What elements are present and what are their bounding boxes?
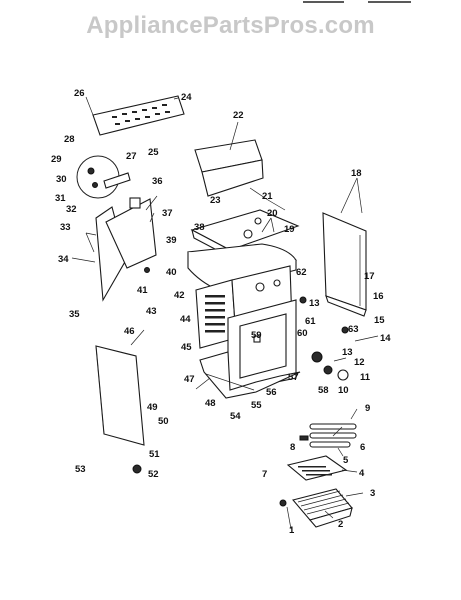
callout-57: 57 (288, 372, 299, 383)
callout-62: 62 (296, 267, 307, 278)
side-panel-right-part (322, 212, 367, 317)
callout-44: 44 (180, 314, 191, 325)
callout-41: 41 (137, 285, 148, 296)
callout-29: 29 (51, 154, 62, 165)
callout-48: 48 (205, 398, 216, 409)
callout-39: 39 (166, 235, 177, 246)
callout-19: 19 (284, 224, 295, 235)
callout-10: 10 (338, 385, 349, 396)
callout-28: 28 (64, 134, 75, 145)
control-panel-detail (76, 155, 131, 199)
callout-2: 2 (338, 519, 343, 530)
back-panel-part (92, 95, 185, 136)
callout-42: 42 (174, 290, 185, 301)
oven-rack-part (279, 488, 353, 528)
callout-40: 40 (166, 267, 177, 278)
callout-13a: 13 (342, 347, 353, 358)
callout-58: 58 (318, 385, 329, 396)
callout-53: 53 (75, 464, 86, 475)
oven-bottom-part (199, 351, 301, 399)
callout-45: 45 (181, 342, 192, 353)
callout-31: 31 (55, 193, 66, 204)
callout-1: 1 (289, 525, 295, 536)
callout-46: 46 (124, 326, 135, 337)
callout-38: 38 (194, 222, 205, 233)
callout-8: 8 (290, 442, 295, 453)
callout-13b: 13 (309, 298, 320, 309)
callout-7: 7 (262, 469, 267, 480)
callout-61: 61 (305, 316, 316, 327)
callout-22: 22 (233, 110, 244, 121)
callout-43: 43 (146, 306, 157, 317)
callout-6: 6 (360, 442, 365, 453)
side-panel-left-part (95, 197, 157, 302)
callout-17: 17 (364, 271, 375, 282)
callout-5: 5 (343, 455, 349, 466)
control-knobs-part (299, 296, 349, 381)
callout-14: 14 (380, 333, 391, 344)
callout-11: 11 (360, 372, 371, 383)
oven-front-frame-part (227, 299, 297, 393)
vent-trim-part (194, 139, 264, 197)
callout-36: 36 (152, 176, 163, 187)
callout-52: 52 (148, 469, 159, 480)
callout-49: 49 (147, 402, 158, 413)
callout-63: 63 (348, 324, 359, 335)
callout-51: 51 (149, 449, 160, 460)
callout-9: 9 (365, 403, 370, 414)
callout-26: 26 (74, 88, 85, 99)
oven-door-part (95, 345, 145, 446)
callout-4: 4 (359, 468, 365, 479)
callout-37: 37 (162, 208, 173, 219)
oven-top-shell-part (187, 243, 297, 291)
watermark-logo: AppliancePartsPros.com (86, 12, 375, 39)
callout-16: 16 (373, 291, 384, 302)
callout-33: 33 (60, 222, 71, 233)
surface-element-part (299, 423, 357, 448)
callout-60: 60 (297, 328, 308, 339)
callout-12: 12 (354, 357, 365, 368)
callout-32: 32 (66, 204, 77, 215)
fastener-52-icon (132, 464, 142, 474)
callout-55: 55 (251, 400, 262, 411)
callout-20: 20 (267, 208, 278, 219)
leader-lines (71, 96, 379, 530)
callout-35: 35 (69, 309, 80, 320)
callout-50: 50 (158, 416, 169, 427)
callout-34: 34 (58, 254, 69, 265)
callout-30: 30 (56, 174, 67, 185)
callout-56: 56 (266, 387, 277, 398)
callout-59: 59 (251, 330, 262, 341)
broil-pan-part (286, 455, 348, 481)
callout-54: 54 (230, 411, 241, 422)
callout-18: 18 (351, 168, 362, 179)
callout-25: 25 (148, 147, 159, 158)
callout-24: 24 (181, 92, 192, 103)
callout-21: 21 (262, 191, 273, 202)
callout-47: 47 (184, 374, 195, 385)
callout-3: 3 (370, 488, 375, 499)
callout-27: 27 (126, 151, 137, 162)
callout-15: 15 (374, 315, 385, 326)
callout-23: 23 (210, 195, 221, 206)
